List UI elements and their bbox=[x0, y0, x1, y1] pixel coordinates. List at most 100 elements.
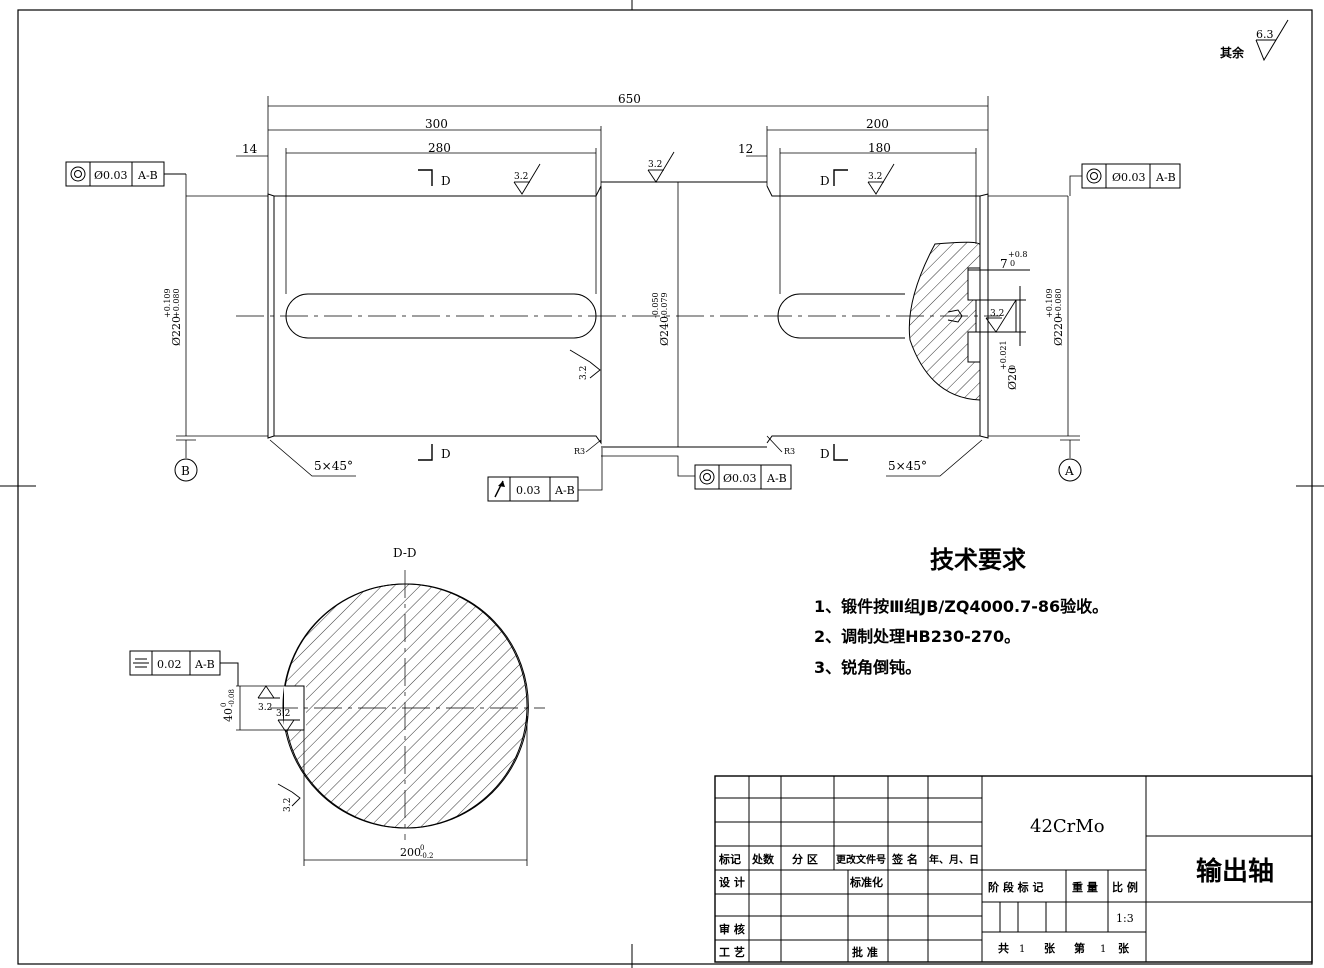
svg-text:0: 0 bbox=[1008, 365, 1017, 370]
dim-key-width: 40 0 -0.08 bbox=[220, 689, 236, 722]
approve-label: 批 准 bbox=[852, 945, 878, 959]
svg-text:+0.080: +0.080 bbox=[1054, 288, 1063, 318]
svg-text:+0.021: +0.021 bbox=[999, 340, 1008, 370]
svg-text:0.02: 0.02 bbox=[157, 658, 182, 671]
dim-dia-right: Ø220 +0.109 +0.080 bbox=[1045, 288, 1065, 346]
design-label: 设 计 bbox=[719, 875, 745, 889]
dim-right-chamfer-offset: 12 bbox=[738, 142, 753, 156]
svg-text:-0.08: -0.08 bbox=[228, 689, 236, 707]
dim-left-keyway: 280 bbox=[428, 141, 451, 155]
dim-chamfer-left: 5×45° bbox=[314, 459, 353, 473]
roughness-value: 3.2 bbox=[276, 709, 290, 719]
dim-right-keyway: 180 bbox=[868, 141, 891, 155]
rev-header: 分 区 bbox=[792, 852, 818, 866]
dim-left-chamfer-offset: 14 bbox=[242, 142, 258, 156]
sheet-total-label: 共 bbox=[998, 941, 1009, 955]
standardize-label: 标准化 bbox=[849, 875, 883, 889]
rev-header: 处数 bbox=[751, 852, 775, 866]
roughness-value: 3.2 bbox=[258, 703, 272, 713]
svg-text:A-B: A-B bbox=[554, 484, 575, 497]
rev-header: 更改文件号 bbox=[836, 853, 886, 866]
roughness-symbols bbox=[513, 151, 1017, 379]
svg-text:Ø240: Ø240 bbox=[658, 316, 671, 346]
rev-header: 签 名 bbox=[891, 852, 918, 866]
sheet-unit: 张 bbox=[1044, 941, 1056, 955]
svg-text:0: 0 bbox=[1010, 259, 1015, 268]
tech-req-item: 2、调制处理HB230-270。 bbox=[814, 627, 1020, 646]
section-marker-d: D bbox=[820, 447, 830, 461]
roughness-value: 3.2 bbox=[990, 309, 1004, 319]
dim-fillet-right: R3 bbox=[784, 447, 795, 456]
section-title: D-D bbox=[393, 546, 417, 560]
sheet-no-label: 第 bbox=[1074, 941, 1085, 955]
tolerance-frame-coaxiality-middle: Ø0.03 A-B bbox=[694, 464, 792, 490]
dim-hole-diameter: Ø20 +0.021 0 bbox=[999, 340, 1019, 390]
other-roughness-value: 6.3 bbox=[1256, 28, 1274, 41]
dimension-texts: 650 300 280 14 200 180 12 5×45° 5×45° R3… bbox=[163, 92, 1065, 473]
svg-text:Ø20: Ø20 bbox=[1006, 367, 1019, 390]
other-roughness-symbol: 其余 6.3 bbox=[1220, 19, 1289, 62]
svg-text:-0.2: -0.2 bbox=[420, 852, 434, 860]
dim-left-length: 300 bbox=[425, 117, 448, 131]
roughness-value: 3.2 bbox=[283, 798, 293, 812]
roughness-value: 3.2 bbox=[868, 172, 882, 182]
rev-header: 年、月、日 bbox=[929, 853, 979, 866]
section-marker-d: D bbox=[820, 174, 830, 188]
svg-text:Ø0.03: Ø0.03 bbox=[723, 472, 757, 485]
svg-text:0: 0 bbox=[220, 703, 228, 707]
dim-dia-middle: Ø240 -0.050 -0.079 bbox=[651, 292, 671, 346]
roughness-value: 3.2 bbox=[579, 366, 589, 380]
svg-text:0.03: 0.03 bbox=[516, 484, 541, 497]
rev-header: 标记 bbox=[718, 852, 741, 866]
svg-text:A-B: A-B bbox=[1155, 171, 1176, 184]
dim-fillet-left: R3 bbox=[574, 447, 585, 456]
svg-text:+0.109: +0.109 bbox=[1045, 288, 1054, 318]
sheet-unit: 张 bbox=[1118, 941, 1130, 955]
svg-text:Ø0.03: Ø0.03 bbox=[94, 169, 128, 182]
tolerance-frame-runout: 0.03 A-B bbox=[487, 476, 579, 502]
stage-header: 阶 段 标 记 bbox=[988, 880, 1044, 894]
dim-section-diameter: 200 0 -0.2 bbox=[400, 844, 434, 860]
section-marker-d: D bbox=[441, 447, 451, 461]
svg-text:-0.050: -0.050 bbox=[651, 292, 660, 318]
svg-text:-0.079: -0.079 bbox=[660, 292, 669, 318]
dim-dia-left: Ø220 +0.109 +0.080 bbox=[163, 288, 183, 346]
roughness-value: 3.2 bbox=[648, 160, 662, 170]
tolerance-frame-coaxiality-right: Ø0.03 A-B bbox=[1081, 163, 1181, 189]
process-label: 工 艺 bbox=[719, 945, 745, 959]
svg-text:A-B: A-B bbox=[766, 472, 787, 485]
sheet-no: 1 bbox=[1100, 944, 1106, 955]
roughness-value: 3.2 bbox=[514, 172, 528, 182]
scale-value: 1:3 bbox=[1116, 912, 1134, 925]
svg-text:A-B: A-B bbox=[137, 169, 158, 182]
svg-text:Ø220: Ø220 bbox=[170, 316, 183, 346]
dim-right-length: 200 bbox=[866, 117, 889, 131]
svg-text:+0.8: +0.8 bbox=[1008, 250, 1027, 259]
other-label: 其余 bbox=[1220, 45, 1245, 60]
svg-text:+0.109: +0.109 bbox=[163, 288, 172, 318]
dim-overall: 650 bbox=[618, 92, 641, 106]
svg-text:B: B bbox=[181, 464, 190, 478]
tech-req-item: 1、锻件按Ⅲ组JB/ZQ4000.7-86验收。 bbox=[814, 597, 1108, 616]
sheet-total: 1 bbox=[1019, 944, 1025, 955]
review-label: 审 核 bbox=[719, 922, 745, 936]
svg-text:+0.080: +0.080 bbox=[172, 288, 181, 318]
tech-req-item: 3、锐角倒钝。 bbox=[814, 658, 921, 677]
stage-header: 重 量 bbox=[1072, 880, 1098, 894]
datum-b: B bbox=[174, 458, 198, 482]
tolerance-frame-symmetry: 0.02 A-B bbox=[129, 650, 239, 686]
svg-text:Ø220: Ø220 bbox=[1052, 316, 1065, 346]
section-marker-d: D bbox=[441, 174, 451, 188]
dim-chamfer-right: 5×45° bbox=[888, 459, 927, 473]
svg-text:7: 7 bbox=[1000, 257, 1008, 271]
section-markers bbox=[418, 169, 848, 461]
dimension-lines bbox=[176, 96, 1082, 491]
part-name: 输出轴 bbox=[1196, 856, 1274, 887]
svg-text:200: 200 bbox=[400, 846, 421, 859]
technical-requirements: 技术要求 1、锻件按Ⅲ组JB/ZQ4000.7-86验收。 2、调制处理HB23… bbox=[814, 546, 1108, 677]
dim-hole-depth: 7 +0.8 0 bbox=[1000, 250, 1027, 271]
title-block bbox=[714, 775, 1313, 963]
material: 42CrMo bbox=[1030, 816, 1105, 837]
tolerance-frame-coaxiality-left: Ø0.03 A-B bbox=[65, 161, 186, 187]
